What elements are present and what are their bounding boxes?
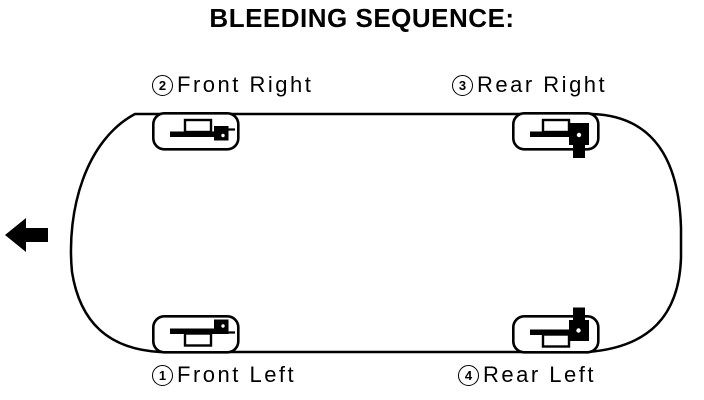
brake-caliper-icon-front-left <box>151 314 240 354</box>
brake-caliper-icon-rear-left <box>511 307 600 354</box>
page-title: BLEEDING SEQUENCE: <box>209 3 515 33</box>
wheel-label: Rear Left <box>483 362 596 387</box>
brake-caliper-icon-front-right <box>151 111 240 151</box>
label-front-right: 2 Front Right <box>152 74 313 96</box>
wheel-label: Rear Right <box>477 72 608 97</box>
sequence-number-badge: 4 <box>458 364 479 386</box>
label-front-left: 1 Front Left <box>152 364 296 386</box>
wheel-label: Front Right <box>177 72 314 97</box>
sequence-number-badge: 2 <box>152 74 173 96</box>
wheel-label: Front Left <box>177 362 297 387</box>
front-direction-arrow-icon <box>5 218 48 252</box>
label-rear-left: 4 Rear Left <box>458 364 596 386</box>
sequence-number-badge: 1 <box>152 364 173 386</box>
label-rear-right: 3 Rear Right <box>452 74 607 96</box>
brake-caliper-icon-rear-right <box>511 111 600 158</box>
sequence-number-badge: 3 <box>452 74 473 96</box>
